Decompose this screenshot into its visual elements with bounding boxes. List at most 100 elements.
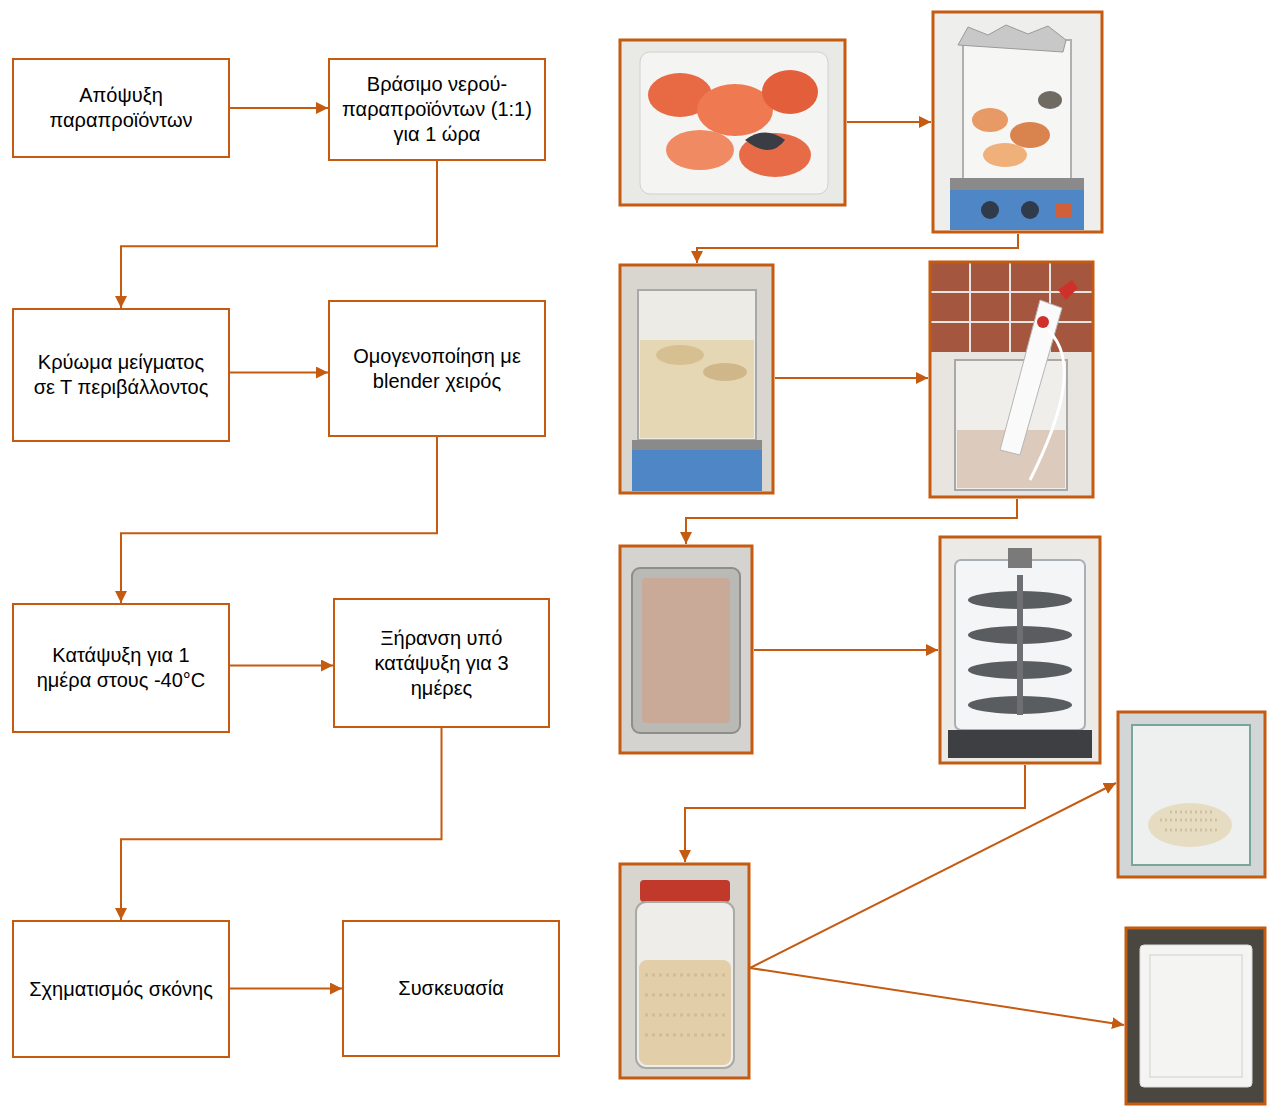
photo-frame — [1126, 928, 1265, 1104]
aluminium-foil — [958, 25, 1066, 52]
boiling-beaker-photo — [933, 12, 1102, 232]
jar-lid — [640, 880, 730, 902]
powder-grains — [1160, 812, 1220, 830]
photo-arrow — [685, 765, 1025, 862]
mixture — [640, 340, 754, 438]
photo-ground — [620, 265, 773, 493]
process-box: Σχηματισμός σκόνης — [12, 920, 230, 1058]
salmon-piece — [666, 130, 734, 170]
photo-frame — [620, 864, 749, 1078]
shrimp-piece — [972, 108, 1008, 132]
step-label: Συσκευασία — [398, 976, 503, 1001]
salmon-piece — [739, 133, 811, 177]
glass-beaker — [963, 40, 1071, 180]
step-label: Ξήρανση υπό κατάψυξη για 3 ημέρες — [347, 626, 536, 701]
blender-cap — [1058, 280, 1078, 300]
process-box: Ξήρανση υπό κατάψυξη για 3 ημέρες — [333, 598, 550, 728]
dryer-base — [948, 730, 1092, 758]
tile-grout — [930, 262, 1093, 352]
photo-arrow — [750, 783, 1116, 968]
shrimp-piece — [1010, 122, 1050, 148]
photo-ground — [620, 864, 749, 1078]
photo-arrow — [847, 121, 931, 123]
freeze-dryer-photo — [940, 537, 1100, 763]
powder-grains — [645, 975, 725, 1035]
flow-arrow — [121, 728, 442, 920]
photo-arrow — [686, 499, 1017, 544]
hot-plate-body — [632, 450, 762, 491]
switch — [1055, 203, 1071, 217]
process-box: Απόψυξη παραπροϊόντων — [12, 58, 230, 158]
photo-arrows — [685, 122, 1124, 1025]
tile-wall — [930, 262, 1093, 352]
photo-frame — [620, 40, 845, 205]
fat-layer — [703, 363, 747, 381]
fat-layer — [656, 345, 704, 365]
process-box: Κρύωμα μείγματος σε Τ περιβάλλοντος — [12, 308, 230, 442]
shell-piece — [1038, 91, 1062, 109]
hand-blender-photo — [930, 262, 1093, 497]
frozen-paste — [642, 578, 730, 723]
step-label: Βράσιμο νερού-παραπροϊόντων (1:1) για 1 … — [342, 72, 532, 147]
shelf-rod — [1017, 575, 1023, 715]
step-label: Κρύωμα μείγματος σε Τ περιβάλλοντος — [26, 350, 216, 400]
flow-arrow — [230, 665, 333, 667]
salmon-piece — [697, 84, 773, 136]
photo-arrow — [750, 968, 1124, 1025]
blender-button — [1037, 316, 1049, 328]
hot-plate-top — [950, 178, 1084, 190]
photo-ground — [930, 262, 1093, 497]
flow-arrow — [121, 437, 437, 603]
knob — [1021, 201, 1039, 219]
photo-frame — [620, 265, 773, 493]
packet-seal — [1150, 955, 1242, 1077]
photo-arrow — [775, 377, 928, 379]
photo-frame — [1118, 712, 1265, 877]
glass-beaker — [638, 290, 756, 440]
step-label: Ομογενοποίηση με blender χειρός — [342, 344, 532, 394]
powder — [639, 960, 731, 1065]
photo-frame — [933, 12, 1102, 232]
hot-plate-top — [632, 440, 762, 450]
photo-arrow — [754, 649, 938, 651]
process-box: Βράσιμο νερού-παραπροϊόντων (1:1) για 1 … — [328, 58, 546, 161]
white-packet-photo — [1126, 928, 1265, 1104]
fish-skin — [745, 133, 785, 151]
hot-plate-body — [950, 190, 1084, 230]
photo-ground — [620, 40, 845, 205]
step-label: Απόψυξη παραπροϊόντων — [26, 83, 216, 133]
photo-arrow — [697, 234, 1018, 263]
cooling-beaker-photo — [620, 265, 773, 493]
frozen-salmon-photo — [620, 40, 845, 205]
process-box: Κατάψυξη για 1 ημέρα στους -40°C — [12, 603, 230, 733]
powder-jar-photo — [620, 864, 749, 1078]
knob — [981, 201, 999, 219]
step-label: Κατάψυξη για 1 ημέρα στους -40°C — [26, 643, 216, 693]
photo-ground — [933, 12, 1102, 232]
chamber-valve — [1008, 548, 1032, 568]
plastic-bag — [640, 52, 828, 194]
photo-ground — [1118, 712, 1265, 877]
photo-ground — [620, 546, 752, 753]
acrylic-chamber — [955, 560, 1085, 730]
flow-arrow — [121, 161, 437, 308]
flow-arrow — [230, 372, 328, 374]
powder — [1148, 803, 1232, 847]
shrimp-piece — [983, 143, 1027, 167]
photo-frame — [930, 262, 1093, 497]
plastic-bag — [1132, 725, 1250, 865]
salmon-piece — [762, 70, 818, 114]
blender-cable — [1030, 330, 1064, 480]
tray-photo — [620, 546, 752, 753]
flow-arrow — [230, 107, 328, 109]
step-label: Σχηματισμός σκόνης — [29, 977, 213, 1002]
photo-ground — [940, 537, 1100, 763]
clear-bag-photo — [1118, 712, 1265, 877]
flow-arrow — [230, 988, 342, 990]
photo-ground — [1126, 928, 1265, 1104]
glass-jar — [636, 902, 734, 1068]
process-box: Ομογενοποίηση με blender χειρός — [328, 300, 546, 437]
aluminium-tray — [632, 568, 740, 733]
photo-frame — [620, 546, 752, 753]
